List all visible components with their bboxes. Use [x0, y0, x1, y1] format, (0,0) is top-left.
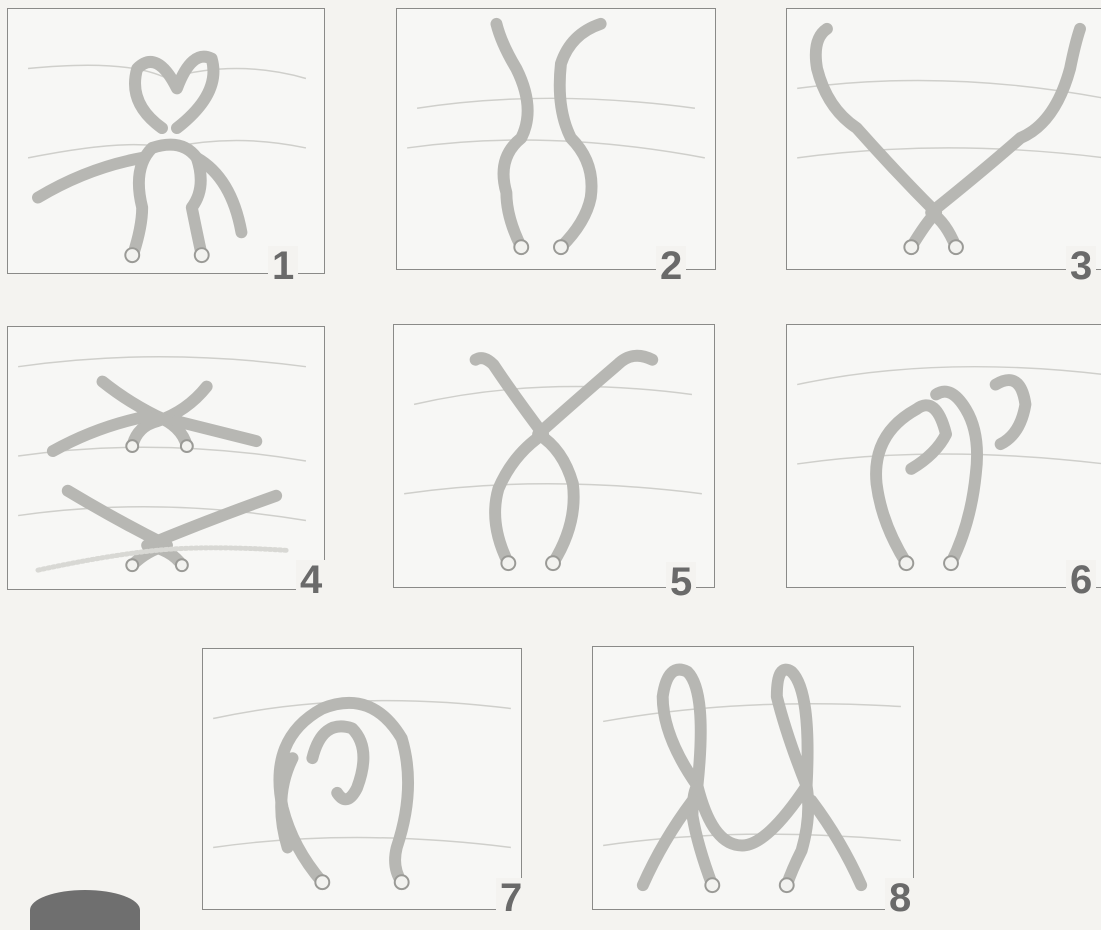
step-8-panel — [592, 646, 914, 910]
step-6-panel — [786, 324, 1101, 588]
step-1-illustration — [8, 9, 324, 273]
step-3-illustration — [787, 9, 1101, 269]
step-6-number: 6 — [1066, 560, 1096, 600]
step-8-illustration — [593, 647, 913, 909]
step-7-illustration — [203, 649, 521, 909]
step-1-panel — [7, 8, 325, 274]
step-8-number: 8 — [885, 878, 915, 918]
step-4-number: 4 — [296, 560, 326, 600]
step-5-number: 5 — [666, 562, 696, 602]
corner-shape — [30, 890, 140, 930]
step-4-panel — [7, 326, 325, 590]
step-5-illustration — [394, 325, 714, 587]
step-3-panel — [786, 8, 1101, 270]
step-1-number: 1 — [268, 246, 298, 286]
step-5-panel — [393, 324, 715, 588]
step-3-number: 3 — [1066, 246, 1096, 286]
step-2-number: 2 — [656, 246, 686, 286]
step-7-panel — [202, 648, 522, 910]
step-4-illustration — [8, 327, 324, 589]
step-2-panel — [396, 8, 716, 270]
step-2-illustration — [397, 9, 715, 269]
step-7-number: 7 — [496, 878, 526, 918]
step-6-illustration — [787, 325, 1101, 587]
